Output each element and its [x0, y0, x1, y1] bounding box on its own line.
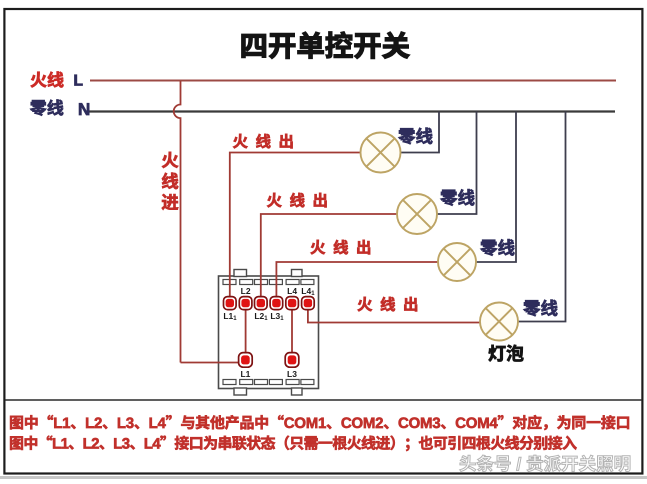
svg-text:L31: L31: [270, 311, 284, 322]
svg-text:L11: L11: [223, 311, 237, 322]
svg-text:L41: L41: [301, 286, 315, 297]
svg-text:L1: L1: [240, 369, 250, 379]
svg-text:L2: L2: [241, 286, 251, 296]
svg-text:L3: L3: [287, 369, 297, 379]
svg-text:L4: L4: [287, 286, 297, 296]
svg-text:L21: L21: [254, 311, 268, 322]
